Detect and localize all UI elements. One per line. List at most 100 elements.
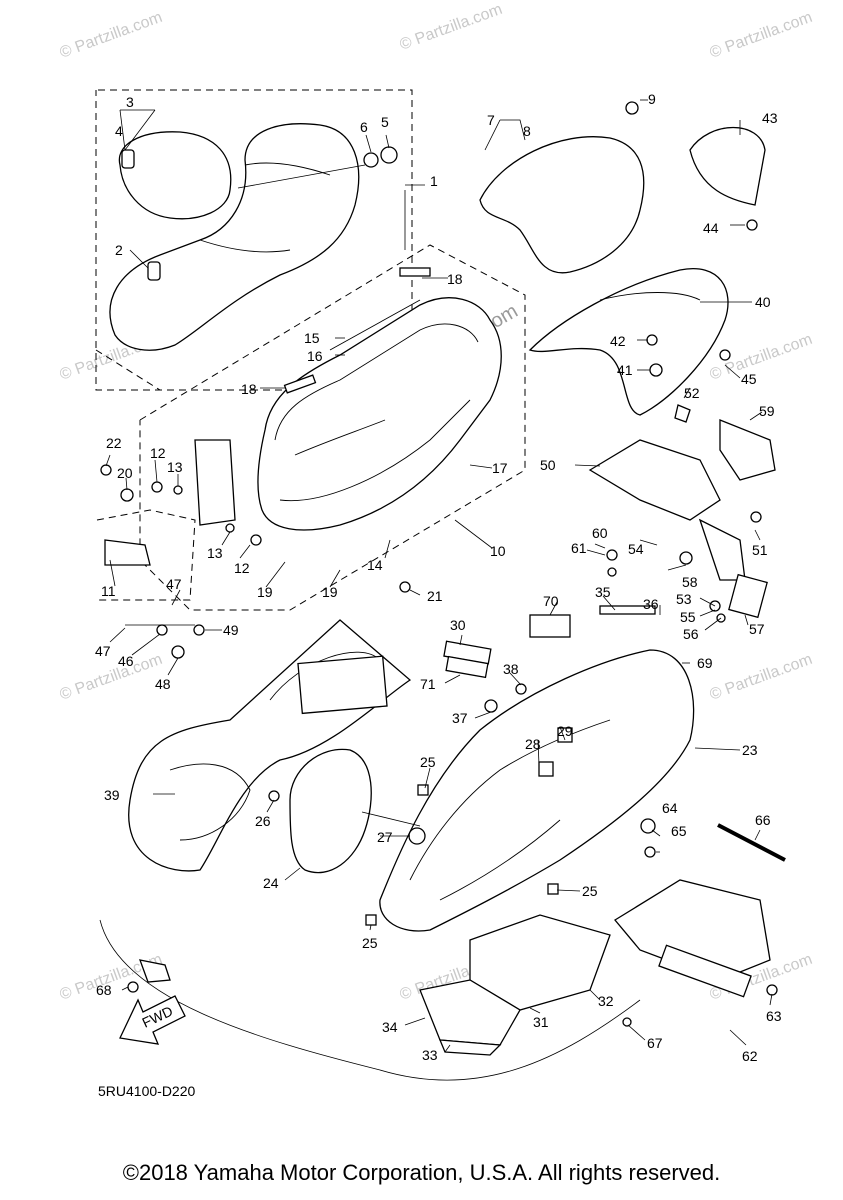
leader-lines: [105, 99, 773, 1053]
watermark: © Partzilla.com: [708, 9, 815, 62]
frame-bin: [365, 605, 695, 932]
callout-17: 17: [492, 460, 508, 476]
callout-34: 34: [382, 1019, 398, 1035]
callout-3: 3: [126, 94, 134, 110]
seat-assembly: [109, 123, 406, 351]
callout-29: 29: [557, 723, 573, 739]
callout-68: 68: [96, 982, 112, 998]
callout-62: 62: [742, 1048, 758, 1064]
rear-brackets: [588, 404, 776, 623]
callout-25a: 25: [420, 754, 436, 770]
callout-12b: 12: [234, 560, 250, 576]
callout-21: 21: [427, 588, 443, 604]
callout-23: 23: [742, 742, 758, 758]
callout-41: 41: [617, 362, 633, 378]
callout-66: 66: [755, 812, 771, 828]
callout-labels: 1 2 3 4 5 6 7 8 9 10 11 12 12 13 13 14 1…: [95, 91, 782, 1064]
callout-44: 44: [703, 220, 719, 236]
callout-60: 60: [592, 525, 608, 541]
inner-panel: [268, 655, 388, 874]
callout-31: 31: [533, 1014, 549, 1030]
callout-32: 32: [598, 993, 614, 1009]
callout-10: 10: [490, 543, 506, 559]
callout-33: 33: [422, 1047, 438, 1063]
callout-7: 7: [487, 112, 495, 128]
callout-63: 63: [766, 1008, 782, 1024]
callout-19b: 19: [322, 584, 338, 600]
callout-24: 24: [263, 875, 279, 891]
callout-22: 22: [106, 435, 122, 451]
callout-40: 40: [755, 294, 771, 310]
callout-71: 71: [420, 676, 436, 692]
callout-13a: 13: [167, 459, 183, 475]
callout-15: 15: [304, 330, 320, 346]
callout-37: 37: [452, 710, 468, 726]
callout-27: 27: [377, 829, 393, 845]
latch-assembly: [125, 624, 205, 659]
callout-16: 16: [307, 348, 323, 364]
callout-52: 52: [684, 385, 700, 401]
callout-45: 45: [741, 371, 757, 387]
callout-26: 26: [255, 813, 271, 829]
callout-42: 42: [610, 333, 626, 349]
callout-11: 11: [101, 583, 116, 599]
storage-box: [257, 267, 502, 531]
callout-2: 2: [115, 242, 123, 258]
diagram-code: 5RU4100-D220: [98, 1083, 195, 1099]
callout-38: 38: [503, 661, 519, 677]
callout-20: 20: [117, 465, 133, 481]
callout-13b: 13: [207, 545, 223, 561]
callout-25c: 25: [362, 935, 378, 951]
callout-28: 28: [525, 736, 541, 752]
callout-47a: 47: [166, 576, 182, 592]
callout-8: 8: [523, 123, 531, 139]
callout-59: 59: [759, 403, 775, 419]
callout-48: 48: [155, 676, 171, 692]
rear-cover: [479, 101, 766, 416]
callout-25b: 25: [582, 883, 598, 899]
storage-group-box: [139, 244, 526, 611]
callout-12a: 12: [150, 445, 166, 461]
callout-6: 6: [360, 119, 368, 135]
callout-51: 51: [752, 542, 768, 558]
callout-46: 46: [118, 653, 134, 669]
callout-49: 49: [223, 622, 239, 638]
callout-67: 67: [647, 1035, 663, 1051]
callout-50: 50: [540, 457, 556, 473]
callout-57: 57: [749, 621, 765, 637]
callout-18b: 18: [241, 381, 257, 397]
callout-18a: 18: [447, 271, 463, 287]
callout-53: 53: [676, 591, 692, 607]
callout-14: 14: [367, 557, 383, 573]
callout-5: 5: [381, 114, 389, 130]
callout-9: 9: [648, 91, 656, 107]
stand-lock: [99, 818, 786, 1081]
cable-end: [127, 959, 171, 993]
callout-54: 54: [628, 541, 644, 557]
callout-61: 61: [571, 540, 587, 556]
fwd-arrow-icon: FWD: [119, 995, 186, 1045]
callout-43: 43: [762, 110, 778, 126]
watermark: © Partzilla.com: [58, 651, 165, 704]
callout-55: 55: [680, 609, 696, 625]
left-brackets: [100, 439, 411, 593]
watermark: © Partzilla.com: [398, 1, 505, 54]
callout-56: 56: [683, 626, 699, 642]
callout-35: 35: [595, 584, 611, 600]
under-covers: [419, 614, 611, 1056]
callout-39: 39: [104, 787, 120, 803]
bracket-group-box: [96, 509, 196, 601]
callout-4: 4: [115, 123, 123, 139]
callout-36: 36: [643, 596, 659, 612]
callout-47b: 47: [95, 643, 111, 659]
copyright-footer: ©2018 Yamaha Motor Corporation, U.S.A. A…: [122, 1160, 721, 1185]
callout-65: 65: [671, 823, 687, 839]
callout-1: 1: [430, 173, 438, 189]
callout-69: 69: [697, 655, 713, 671]
callout-30: 30: [450, 617, 466, 633]
callout-19a: 19: [257, 584, 273, 600]
callout-64: 64: [662, 800, 678, 816]
callout-70: 70: [543, 593, 559, 609]
watermark: © Partzilla.com: [58, 9, 165, 62]
